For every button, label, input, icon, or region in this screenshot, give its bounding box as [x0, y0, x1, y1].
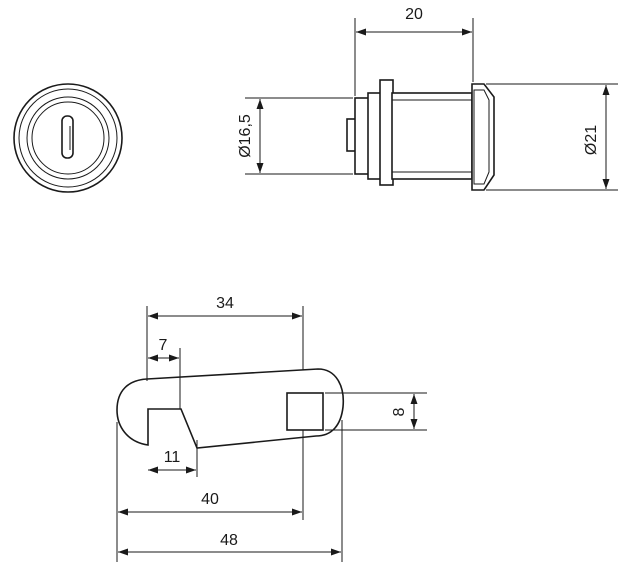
side-rear-plug: [354, 97, 370, 175]
side-collar-2: [379, 79, 394, 186]
dim-34: 34: [146, 295, 304, 381]
dim-16-5-label: Ø16,5: [237, 114, 254, 158]
side-barrel: [391, 92, 473, 180]
dim-48-label: 48: [220, 532, 238, 549]
dim-21: Ø21: [486, 83, 618, 191]
front-cylinder-face: [31, 101, 105, 175]
cam-square-hole: [286, 392, 324, 431]
dim-40-label: 40: [201, 491, 219, 508]
dim-21-label: Ø21: [583, 125, 600, 155]
dim-48: 48: [118, 420, 343, 562]
dim-8-label: 8: [391, 407, 408, 416]
front-ring-3: [26, 96, 110, 180]
front-ring-2: [18, 88, 118, 188]
side-view: [346, 79, 495, 191]
dim-20: 20: [354, 6, 474, 96]
front-view: [13, 83, 123, 193]
dim-20-label: 20: [405, 6, 423, 23]
cam-part: [116, 368, 345, 449]
side-front-flange: [471, 83, 495, 191]
dim-7-label: 7: [159, 337, 168, 354]
dim-11-label: 11: [164, 449, 181, 466]
dim-11: 11: [148, 440, 198, 477]
dim-34-label: 34: [216, 295, 234, 312]
side-flange-inner: [473, 89, 490, 185]
dim-40: 40: [116, 422, 304, 562]
dim-16-5: Ø16,5: [237, 97, 353, 175]
key-slot: [61, 115, 74, 159]
dim-7: 7: [148, 337, 181, 409]
